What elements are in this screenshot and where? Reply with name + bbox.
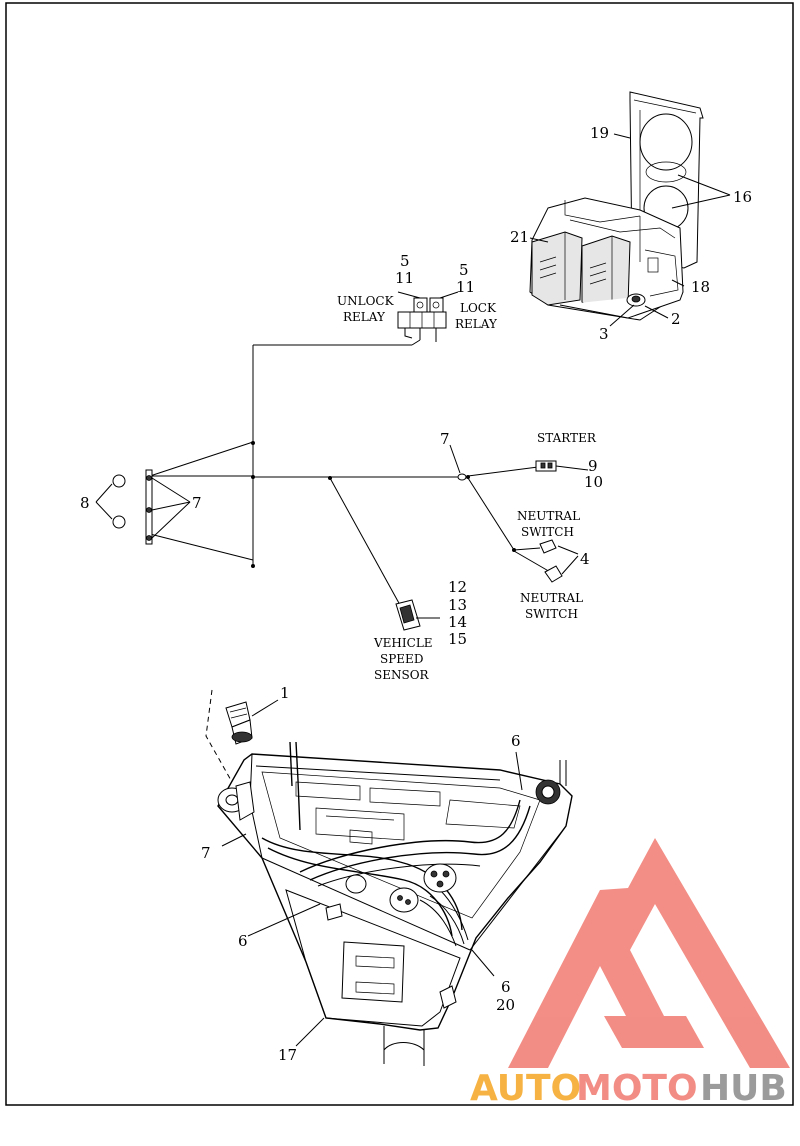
harness-wiring <box>149 339 553 606</box>
callout-16: 16 <box>733 188 752 206</box>
watermark-text-moto: MOTO <box>576 1068 698 1109</box>
callout-8: 8 <box>80 494 90 512</box>
callout-11-unlock: 11 <box>395 269 414 287</box>
component-labels: UNLOCK RELAY LOCK RELAY STARTER NEUTRAL … <box>337 294 597 682</box>
callout-19: 19 <box>590 124 609 142</box>
starter-connector <box>535 460 589 472</box>
relay-bracket-assembly <box>529 91 704 321</box>
vehicle-speed-sensor <box>395 599 440 631</box>
label-unlock-relay-line2: RELAY <box>343 310 386 324</box>
callout-18: 18 <box>691 278 710 296</box>
label-vss-line2: SPEED <box>380 652 423 666</box>
callout-21: 21 <box>510 228 529 246</box>
callout-14: 14 <box>448 613 467 631</box>
callout-9: 9 <box>588 457 598 475</box>
watermark-text-hub: HUB <box>700 1068 787 1109</box>
label-lock-relay-line2: RELAY <box>455 317 498 331</box>
watermark-text-auto: AUTO <box>470 1068 581 1109</box>
label-unlock-relay-line1: UNLOCK <box>337 294 395 308</box>
module-housing <box>205 689 573 1066</box>
watermark-logo: AUTO MOTO HUB <box>470 838 790 1109</box>
callout-6-top: 6 <box>511 732 521 750</box>
label-neutral-switch-top-line1: NEUTRAL <box>517 509 580 523</box>
watermark-triangle-icon <box>508 838 790 1068</box>
label-neutral-switch-bottom-line1: NEUTRAL <box>520 591 583 605</box>
bracket-leaders <box>529 133 731 327</box>
callout-20: 20 <box>496 996 515 1014</box>
callout-5-unlock: 5 <box>400 252 410 270</box>
callout-3: 3 <box>599 325 609 343</box>
callout-4: 4 <box>580 550 590 568</box>
callout-10: 10 <box>584 473 603 491</box>
callout-7-housing: 7 <box>201 844 211 862</box>
callout-7-splice: 7 <box>440 430 450 448</box>
label-lock-relay-line1: LOCK <box>460 301 497 315</box>
callout-17: 17 <box>278 1046 297 1064</box>
label-vss-line1: VEHICLE <box>373 636 433 650</box>
ground-terminals <box>95 469 191 545</box>
callout-15: 15 <box>448 630 467 648</box>
callout-12: 12 <box>448 578 467 596</box>
callout-7-ground: 7 <box>192 494 202 512</box>
drawing-frame <box>5 2 794 1106</box>
callout-1: 1 <box>280 684 290 702</box>
callout-6-left: 6 <box>238 932 248 950</box>
callout-13: 13 <box>448 596 467 614</box>
label-vss-line3: SENSOR <box>374 668 430 682</box>
relay-connectors <box>397 291 459 342</box>
neutral-switch-connectors <box>539 539 579 583</box>
callout-2: 2 <box>671 310 681 328</box>
callout-6-right: 6 <box>501 978 511 996</box>
label-neutral-switch-top-line2: SWITCH <box>521 525 574 539</box>
label-neutral-switch-bottom-line2: SWITCH <box>525 607 578 621</box>
callout-numbers: 19 16 21 18 2 3 5 11 5 11 7 9 10 4 8 7 1… <box>80 124 752 1064</box>
callout-11-lock: 11 <box>456 278 475 296</box>
label-starter: STARTER <box>537 431 597 445</box>
callout-5-lock: 5 <box>459 261 469 279</box>
